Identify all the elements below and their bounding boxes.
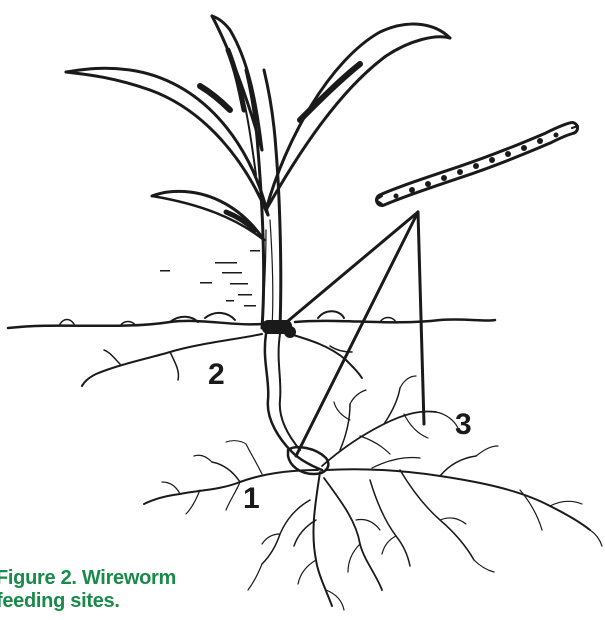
feeding-site-pointers: [282, 212, 424, 456]
site-label-3: 3: [455, 408, 472, 441]
site-label-2: 2: [208, 358, 225, 391]
soil-shading: [160, 250, 296, 338]
figure-caption: Figure 2. Wireworm feeding sites.: [0, 567, 256, 613]
wireworm-larva: [376, 126, 578, 204]
site-label-1: 1: [243, 482, 260, 515]
pointer-line-site-2: [282, 212, 418, 326]
pointer-line-site-3: [418, 212, 424, 424]
pointer-line-site-1: [296, 212, 418, 456]
plant-leaves: [66, 16, 450, 240]
figure-caption-line-1: Figure 2. Wireworm: [0, 567, 256, 590]
figure-caption-line-2: feeding sites.: [0, 590, 256, 613]
